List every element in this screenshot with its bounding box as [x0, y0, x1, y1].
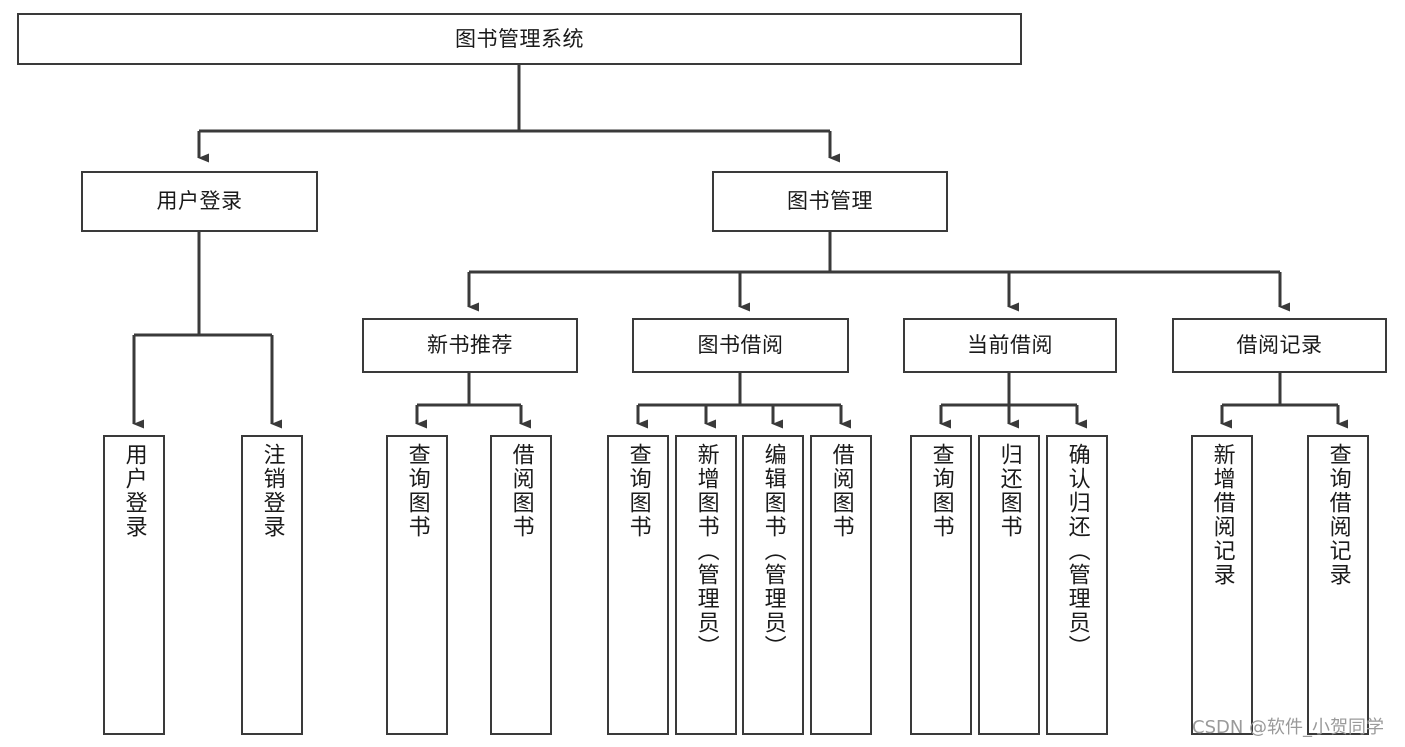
node-new-book-recommend[interactable]: 新书推荐 [362, 318, 578, 373]
csdn-watermark: CSDN @软件_小贺同学 [1192, 717, 1385, 738]
leaf-current-borrow-confirm-return-admin[interactable]: 确认归还（管理员） [1046, 435, 1108, 735]
node-root-book-management-system[interactable]: 图书管理系统 [17, 13, 1022, 65]
leaf-book-borrow-add-book-admin[interactable]: 新增图书（管理员） [675, 435, 737, 735]
node-label: 借阅图书 [828, 443, 854, 539]
leaf-book-borrow-edit-book-admin[interactable]: 编辑图书（管理员） [742, 435, 804, 735]
node-label: 新增图书（管理员） [693, 443, 719, 659]
leaf-user-login-logout[interactable]: 注销登录 [241, 435, 303, 735]
node-label: 图书管理系统 [455, 26, 584, 51]
node-user-login[interactable]: 用户登录 [81, 171, 318, 232]
node-label: 当前借阅 [967, 333, 1053, 358]
leaf-user-login-login[interactable]: 用户登录 [103, 435, 165, 735]
node-label: 图书借阅 [697, 333, 784, 358]
node-label: 确认归还（管理员） [1064, 443, 1090, 659]
node-label: 新书推荐 [427, 333, 513, 358]
node-label: 用户登录 [121, 443, 147, 539]
leaf-current-borrow-query-book[interactable]: 查询图书 [910, 435, 972, 735]
leaf-new-book-query-book[interactable]: 查询图书 [386, 435, 448, 735]
node-label: 注销登录 [259, 443, 285, 539]
node-label: 编辑图书（管理员） [760, 443, 786, 659]
node-book-management[interactable]: 图书管理 [712, 171, 948, 232]
node-label: 查询图书 [625, 443, 651, 539]
node-label: 查询借阅记录 [1325, 443, 1351, 587]
node-label: 图书管理 [787, 189, 873, 214]
node-book-borrow[interactable]: 图书借阅 [632, 318, 849, 373]
node-current-borrow[interactable]: 当前借阅 [903, 318, 1117, 373]
leaf-current-borrow-return-book[interactable]: 归还图书 [978, 435, 1040, 735]
leaf-borrow-records-query-record[interactable]: 查询借阅记录 [1307, 435, 1369, 735]
leaf-borrow-records-add-record[interactable]: 新增借阅记录 [1191, 435, 1253, 735]
node-label: 用户登录 [156, 189, 243, 214]
node-label: 借阅记录 [1236, 333, 1323, 358]
leaf-new-book-borrow-book[interactable]: 借阅图书 [490, 435, 552, 735]
node-label: 归还图书 [996, 443, 1022, 539]
leaf-book-borrow-query-book[interactable]: 查询图书 [607, 435, 669, 735]
leaf-book-borrow-borrow-book[interactable]: 借阅图书 [810, 435, 872, 735]
node-label: 新增借阅记录 [1209, 443, 1235, 587]
node-borrow-records[interactable]: 借阅记录 [1172, 318, 1387, 373]
node-label: 查询图书 [404, 443, 430, 539]
node-label: 查询图书 [928, 443, 954, 539]
node-label: 借阅图书 [508, 443, 534, 539]
